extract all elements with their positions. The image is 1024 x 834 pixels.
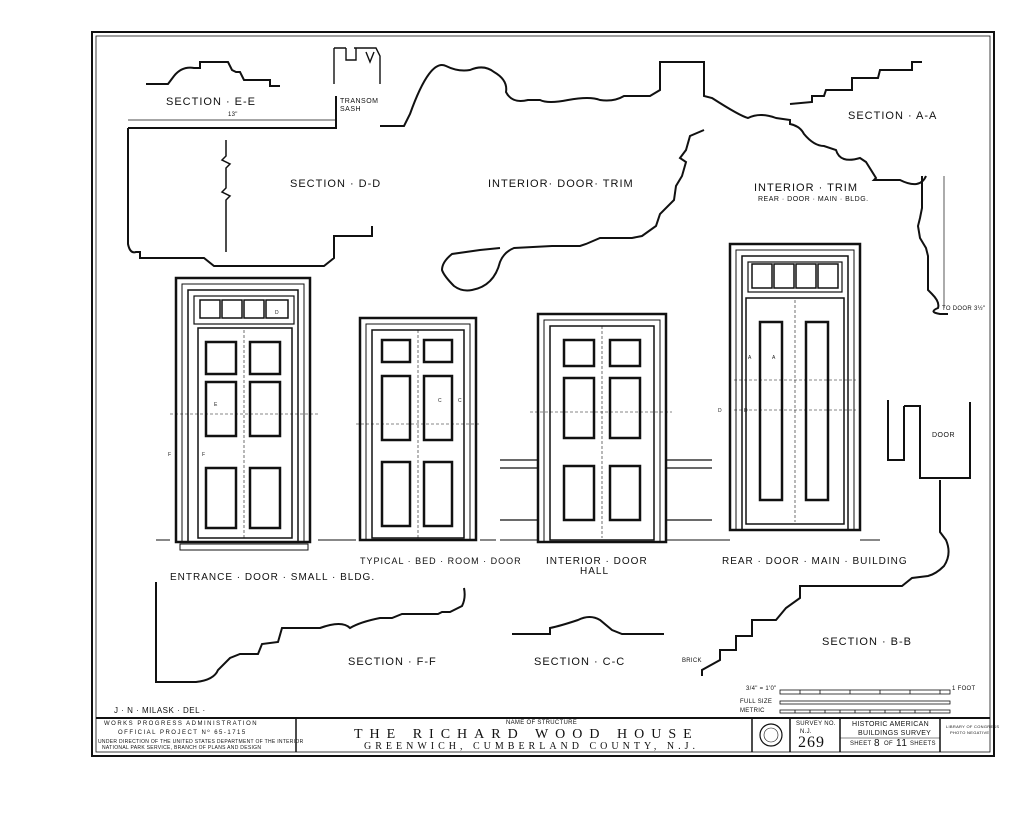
- section-a-a-profile: [789, 61, 922, 105]
- marker-f-right: F: [202, 452, 206, 458]
- interior-door-trim-lower: [440, 129, 705, 292]
- transom-sash-profile: [333, 47, 381, 84]
- metric-label: METRIC: [740, 708, 765, 714]
- marker-c-left: C: [438, 398, 442, 404]
- structure-location: GREENWICH, CUMBERLAND COUNTY, N.J.: [364, 741, 699, 752]
- marker-d-top: D: [275, 310, 279, 316]
- section-c-c-label: SECTION · C-C: [534, 656, 626, 668]
- library-label-1: LIBRARY OF CONGRESS: [946, 724, 1000, 729]
- survey-no-label: SURVEY NO.: [796, 721, 836, 727]
- section-a-a-label: SECTION · A-A: [848, 110, 938, 122]
- sheet-number: 8: [874, 738, 881, 749]
- rear-door-elevation: [728, 242, 862, 532]
- typical-bedroom-door-label: TYPICAL · BED · ROOM · DOOR: [360, 556, 522, 566]
- interior-trim-sub-label: REAR · DOOR · MAIN · BLDG.: [758, 196, 869, 203]
- survey-seal-icon: [759, 723, 783, 747]
- marker-d-right: D: [744, 408, 748, 414]
- section-c-c-profile: [512, 616, 664, 635]
- sheet-word: SHEET: [850, 741, 872, 747]
- interior-door-hall-elevation: [500, 312, 712, 544]
- entrance-door-label: ENTRANCE · DOOR · SMALL · BLDG.: [170, 572, 376, 583]
- marker-f-left: F: [168, 452, 172, 458]
- dim-13-label: 13": [228, 112, 238, 118]
- marker-c-right: C: [458, 398, 462, 404]
- nps-label: NATIONAL PARK SERVICE, BRANCH OF PLANS A…: [102, 745, 262, 751]
- marker-e: E: [214, 402, 218, 408]
- section-b-b-profile: [701, 480, 950, 676]
- marker-d-left: D: [718, 408, 722, 414]
- sheets-word: SHEETS: [910, 741, 936, 747]
- library-label-2: PHOTO NEGATIVE: [950, 730, 990, 735]
- brick-label: BRICK: [682, 658, 702, 664]
- under-direction-label: UNDER DIRECTION OF THE UNITED STATES DEP…: [98, 739, 304, 745]
- transom-sash-label: TRANSOM SASH: [340, 98, 379, 113]
- typical-bedroom-door-elevation: [356, 316, 480, 542]
- title-block-grid: [96, 717, 990, 752]
- to-door-label: TO DOOR 3½": [942, 306, 986, 312]
- draftsman-label: J · N · MILASK · DEL ·: [114, 706, 206, 715]
- interior-door-hall-label-1: INTERIOR · DOOR: [546, 556, 648, 567]
- scale-label: 3/4" = 1'0": [746, 686, 777, 692]
- interior-door-trim-profile: [380, 61, 927, 186]
- scale-bar: [779, 689, 951, 714]
- project-label: OFFICIAL PROJECT Nº 65-1715: [118, 730, 247, 736]
- interior-trim-label: INTERIOR · TRIM: [754, 182, 859, 194]
- rear-door-label: REAR · DOOR · MAIN · BUILDING: [722, 556, 908, 567]
- structure-name: THE RICHARD WOOD HOUSE: [354, 727, 699, 742]
- entrance-door-elevation: [170, 276, 318, 551]
- door-label: DOOR: [932, 432, 955, 439]
- interior-door-trim-label: INTERIOR· DOOR· TRIM: [488, 178, 634, 190]
- door-block-profile: [887, 400, 971, 479]
- marker-a-right: A: [772, 355, 776, 361]
- survey-number: 269: [798, 734, 825, 751]
- right-trim-profile: [916, 176, 948, 315]
- section-b-b-label: SECTION · B-B: [822, 636, 913, 648]
- scale-feet-label: 1 FOOT: [952, 686, 976, 692]
- section-d-d-break: [220, 140, 232, 252]
- of-word: OF: [884, 741, 893, 747]
- interior-door-hall-label-2: HALL: [580, 566, 610, 577]
- section-f-f-label: SECTION · F-F: [348, 656, 437, 668]
- sheet-total: 11: [896, 738, 908, 749]
- sheet-outer-border: [91, 31, 995, 757]
- marker-a-left: A: [748, 355, 752, 361]
- section-d-d-label: SECTION · D-D: [290, 178, 382, 190]
- habs-label-1: HISTORIC AMERICAN: [852, 721, 929, 728]
- sheet-inner-border: [95, 35, 991, 753]
- section-e-e-label: SECTION · E-E: [166, 96, 257, 108]
- survey-prefix: N.J.: [800, 729, 812, 735]
- name-of-structure-label: NAME OF STRUCTURE: [506, 720, 578, 726]
- section-d-d-profile: [127, 96, 373, 267]
- section-e-e-profile: [146, 61, 280, 87]
- wpa-label: WORKS PROGRESS ADMINISTRATION: [104, 721, 259, 727]
- habs-label-2: BUILDINGS SURVEY: [858, 730, 932, 737]
- section-f-f-profile: [155, 582, 466, 683]
- full-size-label: FULL SIZE: [740, 699, 773, 705]
